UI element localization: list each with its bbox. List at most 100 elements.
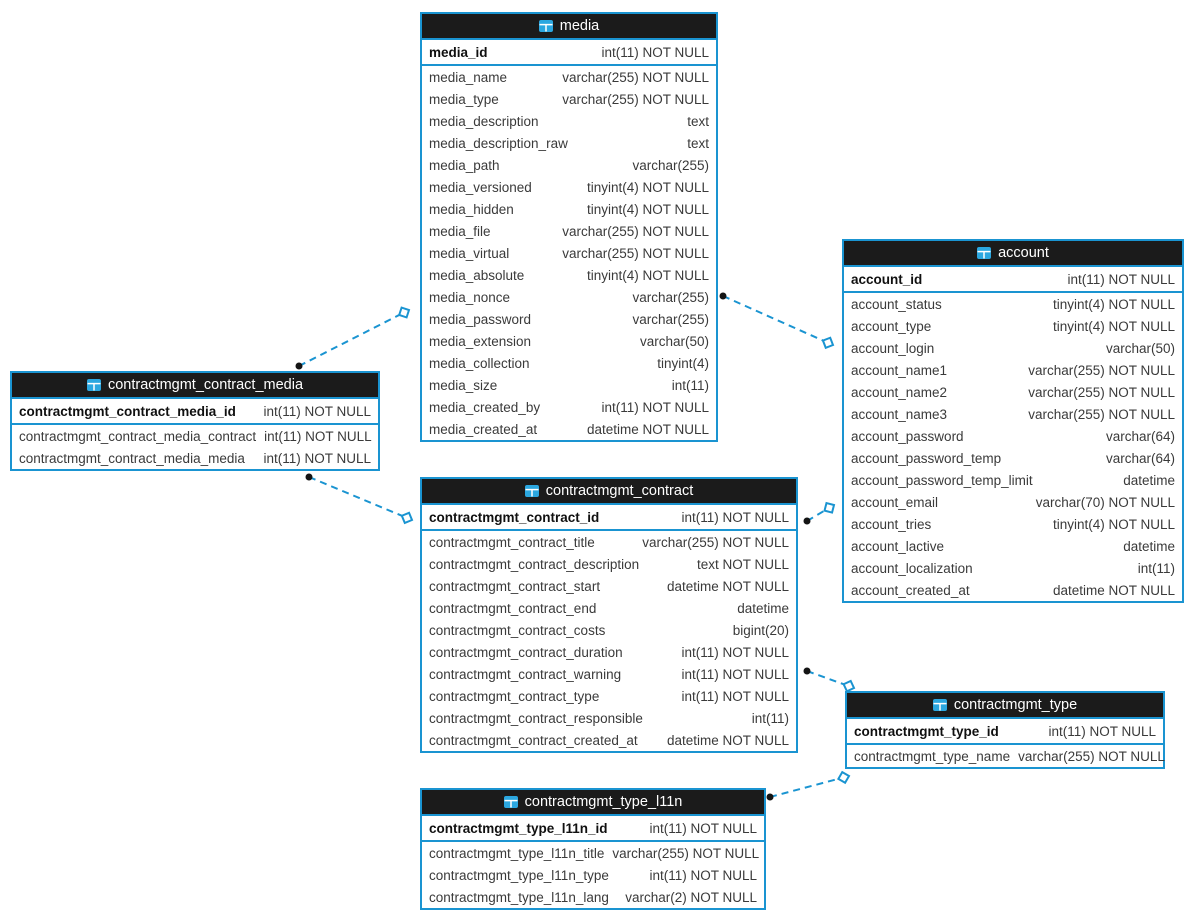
- field-name: media_absolute: [429, 267, 525, 283]
- field-type: varchar(255): [632, 311, 709, 327]
- field-type: int(11) NOT NULL: [601, 44, 709, 60]
- table-header-account[interactable]: account: [844, 241, 1182, 267]
- relation-dot-endpoint: [719, 292, 727, 300]
- field-type: tinyint(4) NOT NULL: [586, 267, 709, 283]
- relation-contractmgmt_contract-to-account[interactable]: [803, 501, 836, 525]
- field-name: contractmgmt_type_l11n_title: [429, 845, 605, 861]
- table-header-contractmgmt_contract_media[interactable]: contractmgmt_contract_media: [12, 373, 378, 399]
- field-type: int(11) NOT NULL: [681, 666, 789, 682]
- field-type: int(11) NOT NULL: [1048, 723, 1156, 739]
- field-name: media_description: [429, 113, 539, 129]
- table-header-contractmgmt_contract[interactable]: contractmgmt_contract: [422, 479, 796, 505]
- field-row: contractmgmt_contract_description text NO…: [422, 553, 796, 575]
- relation-media-to-account[interactable]: [719, 292, 835, 350]
- field-type: tinyint(4): [657, 355, 709, 371]
- field-type: varchar(255) NOT NULL: [562, 69, 709, 85]
- relation-contractmgmt_contract_media-to-media[interactable]: [295, 306, 411, 370]
- field-name: contractmgmt_contract_warning: [429, 666, 622, 682]
- field-name: media_password: [429, 311, 532, 327]
- field-type: varchar(255) NOT NULL: [1018, 748, 1165, 764]
- table-header-contractmgmt_type_l11n[interactable]: contractmgmt_type_l11n: [422, 790, 764, 816]
- field-type: varchar(255) NOT NULL: [562, 91, 709, 107]
- field-row: media_absolute tinyint(4) NOT NULL: [422, 264, 716, 286]
- field-type: varchar(255) NOT NULL: [612, 845, 760, 861]
- field-name: media_type: [429, 91, 499, 107]
- field-type: int(11) NOT NULL: [601, 399, 709, 415]
- field-row: media_description text: [422, 110, 716, 132]
- field-type: datetime: [737, 600, 789, 616]
- field-name: media_size: [429, 377, 498, 393]
- table-contractmgmt_contract[interactable]: contractmgmt_contract contractmgmt_contra…: [420, 477, 798, 753]
- field-name: contractmgmt_contract_description: [429, 556, 640, 572]
- field-type: text: [687, 113, 709, 129]
- field-type: int(11): [1137, 560, 1175, 576]
- field-row: media_created_at datetime NOT NULL: [422, 418, 716, 440]
- relation-diamond-endpoint: [821, 336, 835, 350]
- field-name: media_hidden: [429, 201, 514, 217]
- field-name: contractmgmt_type_id: [854, 723, 999, 739]
- field-name: account_password_temp: [851, 450, 1002, 466]
- relation-contractmgmt_type_l11n-to-contractmgmt_type[interactable]: [766, 770, 851, 801]
- field-type: datetime NOT NULL: [666, 578, 789, 594]
- table-grid-icon: [977, 247, 992, 259]
- table-title: account: [998, 245, 1049, 261]
- table-contractmgmt_type[interactable]: contractmgmt_type contractmgmt_type_id int…: [845, 691, 1165, 769]
- table-contractmgmt_contract_media[interactable]: contractmgmt_contract_media contractmgmt_…: [10, 371, 380, 471]
- field-name: contractmgmt_contract_type: [429, 688, 600, 704]
- field-type: int(11) NOT NULL: [681, 688, 789, 704]
- relation-diamond-endpoint: [823, 501, 836, 514]
- table-header-media[interactable]: media: [422, 14, 716, 40]
- table-title: contractmgmt_contract: [545, 483, 694, 499]
- field-type: datetime NOT NULL: [586, 421, 709, 437]
- field-type: int(11) NOT NULL: [681, 509, 789, 525]
- field-type: datetime NOT NULL: [1052, 582, 1175, 598]
- field-type: tinyint(4) NOT NULL: [1052, 318, 1175, 334]
- relation-contractmgmt_contract-to-contractmgmt_type[interactable]: [803, 667, 856, 693]
- field-name: media_extension: [429, 333, 532, 349]
- field-type: varchar(2) NOT NULL: [625, 889, 757, 905]
- field-name: account_name2: [851, 384, 948, 400]
- relation-dot-endpoint: [305, 473, 313, 481]
- field-name: media_id: [429, 44, 488, 60]
- field-name: account_password_temp_limit: [851, 472, 1033, 488]
- field-type: int(11) NOT NULL: [649, 820, 757, 836]
- table-grid-icon: [524, 485, 539, 497]
- field-type: varchar(255): [632, 157, 709, 173]
- field-name: account_created_at: [851, 582, 970, 598]
- table-header-contractmgmt_type[interactable]: contractmgmt_type: [847, 693, 1163, 719]
- field-type: varchar(255) NOT NULL: [642, 534, 789, 550]
- table-title: contractmgmt_type: [953, 697, 1078, 713]
- table-grid-icon: [503, 796, 518, 808]
- table-contractmgmt_type_l11n[interactable]: contractmgmt_type_l11n contractmgmt_type_…: [420, 788, 766, 910]
- table-grid-icon: [86, 379, 101, 391]
- field-type: tinyint(4) NOT NULL: [586, 179, 709, 195]
- field-type: text NOT NULL: [696, 556, 789, 572]
- field-name: account_login: [851, 340, 935, 356]
- field-type: tinyint(4) NOT NULL: [1052, 516, 1175, 532]
- field-name: media_created_at: [429, 421, 538, 437]
- field-name: account_localization: [851, 560, 973, 576]
- field-row: media_password varchar(255): [422, 308, 716, 330]
- field-name: media_description_raw: [429, 135, 568, 151]
- relation-contractmgmt_contract_media-to-contractmgmt_contract[interactable]: [305, 473, 414, 525]
